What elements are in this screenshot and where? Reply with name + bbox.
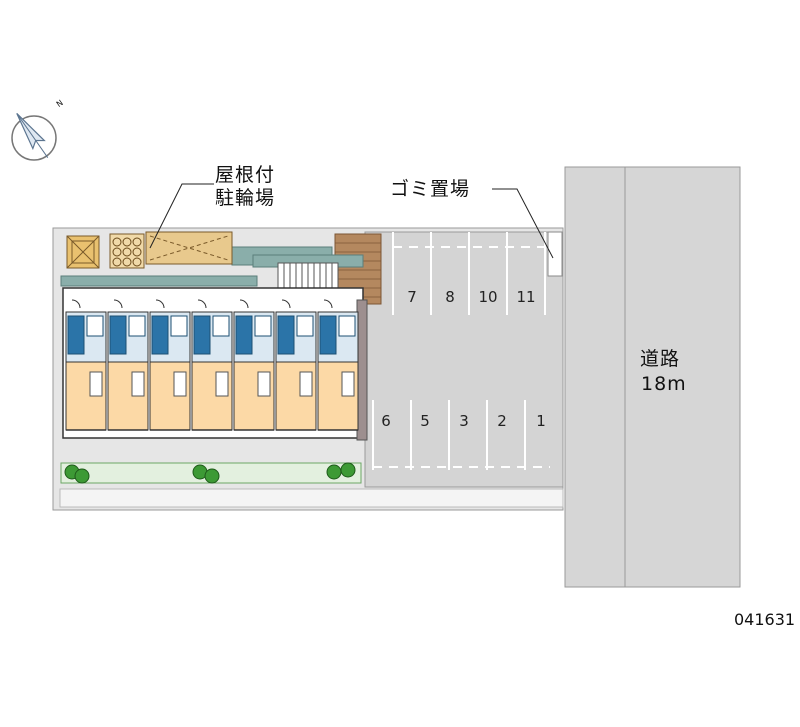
parking-spot-label: 11 (516, 288, 536, 306)
greenery (60, 462, 362, 484)
compass-icon (11, 112, 57, 161)
apartment-unit (191, 299, 233, 431)
parking-spot-label: 1 (536, 412, 546, 430)
storage-box (66, 235, 100, 269)
apartment-unit (149, 299, 191, 431)
bike-parking-label-line2: 駐輪場 (215, 187, 276, 209)
parking-lot (364, 231, 564, 488)
road (564, 166, 741, 588)
apartment-unit (317, 299, 359, 431)
property-code: 041631 (734, 610, 796, 629)
staircase (277, 262, 339, 290)
shrub (204, 468, 220, 484)
bicycle-racks (109, 233, 145, 269)
road-name-label: 道路 (640, 348, 681, 370)
parking-spot-label: 6 (381, 412, 391, 430)
parking-spot-label: 10 (478, 288, 498, 306)
shrub (74, 468, 90, 484)
apartment-unit (233, 299, 275, 431)
garbage-leader-line (492, 188, 554, 259)
apartment-unit (107, 299, 149, 431)
shrub (326, 464, 342, 480)
bike-shed (145, 231, 233, 265)
bike-parking-label-line1: 屋根付 (215, 164, 276, 186)
parking-spot-label: 3 (459, 412, 469, 430)
shrub (340, 462, 356, 478)
apartment-unit (275, 299, 317, 431)
front-walkway (59, 488, 564, 508)
apartment-building (62, 287, 368, 441)
parking-spot-label: 7 (407, 288, 417, 306)
apartment-unit (65, 299, 107, 431)
garbage-area (547, 231, 563, 277)
parking-spot-label: 5 (420, 412, 430, 430)
parking-spot-label: 2 (497, 412, 507, 430)
road-width-label: 18m (641, 373, 687, 395)
parking-spot-label: 8 (445, 288, 455, 306)
garbage-area-label: ゴミ置場 (390, 178, 471, 200)
